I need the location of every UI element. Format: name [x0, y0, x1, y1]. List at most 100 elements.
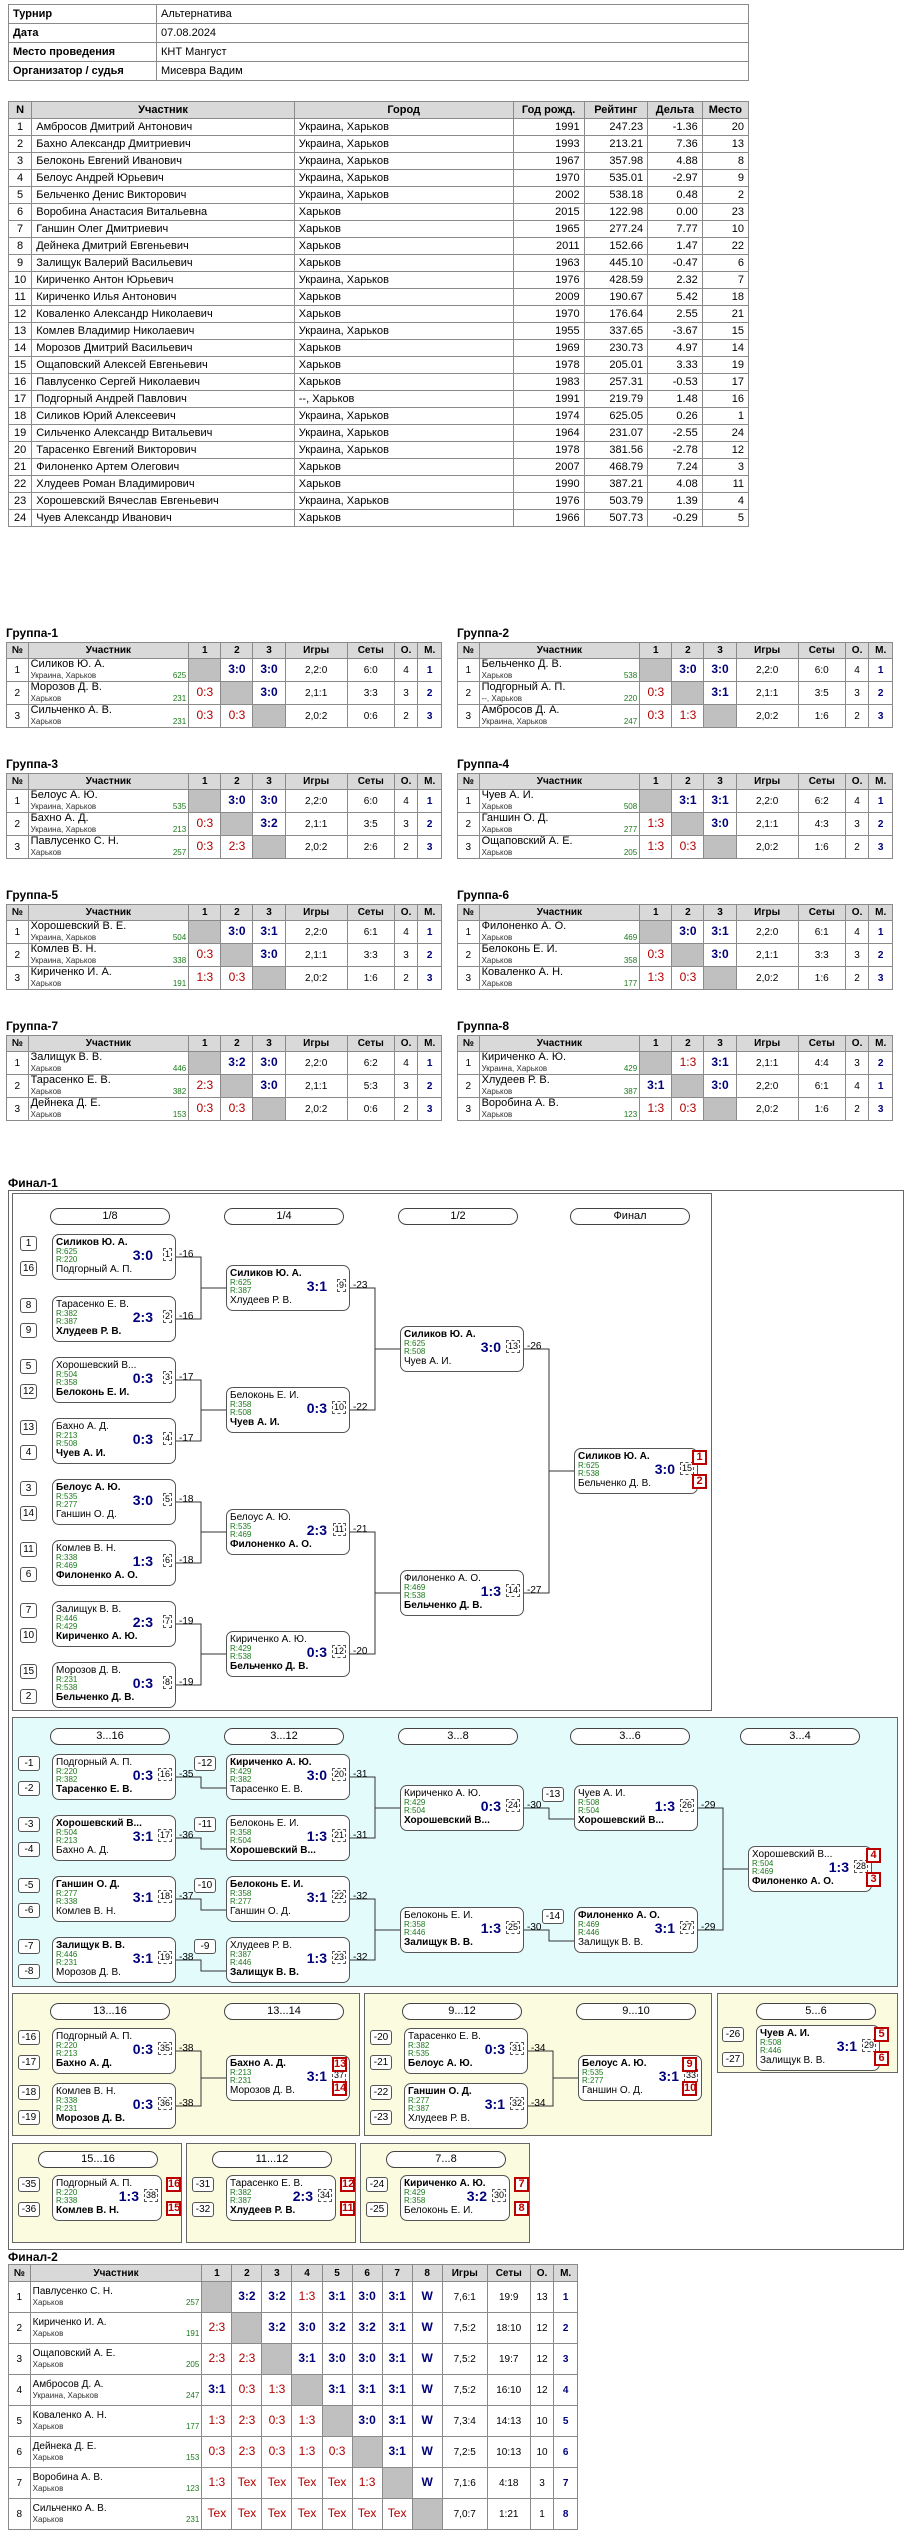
- row-number: 8: [8, 2498, 31, 2530]
- participant-city: Украина, Харьков: [30, 956, 97, 965]
- info-label: Турнир: [8, 4, 157, 24]
- match-player-b: Комлев В. Н.: [56, 1906, 116, 1917]
- match-player-a: Силиков Ю. А.: [404, 1329, 476, 1340]
- player-rating: 190.67: [583, 288, 649, 306]
- match-player-b: Морозов Д. В.: [230, 2085, 295, 2096]
- rating-b: R:387: [230, 1286, 252, 1295]
- match-player-b: Хорошевский В...: [230, 1845, 316, 1856]
- match-number: 18: [157, 1890, 172, 1903]
- match-score-cell: 3:0: [220, 789, 254, 813]
- rank: 6: [553, 2436, 578, 2468]
- player-birth-year: 1976: [512, 492, 585, 510]
- participant-rating: 153: [172, 1110, 187, 1119]
- sets: 19:7: [486, 2343, 531, 2375]
- participant-city: Харьков: [481, 933, 513, 942]
- sets: 5:3: [346, 1074, 395, 1098]
- column-header: М.: [868, 642, 893, 659]
- participant-name: Залищук В. В.: [30, 1051, 103, 1063]
- diagonal-cell: [220, 943, 254, 967]
- match-score-cell: 3:2: [261, 2281, 293, 2313]
- rating-b: R:382: [56, 1775, 78, 1784]
- seed-slot: 15: [20, 1664, 37, 1679]
- match-score-cell: 3:2: [220, 1051, 254, 1075]
- rating-a: R:535: [582, 2068, 604, 2077]
- rating-a: R:625: [578, 1461, 600, 1470]
- info-value: Альтернатива: [156, 4, 749, 24]
- games: 7,5:2: [441, 2374, 488, 2406]
- match-number: 7: [162, 1615, 172, 1628]
- participant-rating: 338: [172, 956, 187, 965]
- round-header: 3...8: [398, 1728, 518, 1745]
- match-player-b: Бельченко Д. В.: [56, 1692, 135, 1703]
- sets: 2:6: [346, 835, 395, 859]
- match-number: 14: [505, 1584, 520, 1597]
- loser-destination: -18: [179, 1494, 194, 1505]
- points: 4: [844, 658, 870, 682]
- group-title: Группа-3: [6, 757, 59, 771]
- column-header: Участник: [29, 2264, 203, 2282]
- participant-rating: 535: [172, 802, 187, 811]
- games: 7,5:2: [441, 2312, 488, 2344]
- player-number: 18: [7, 407, 33, 425]
- player-name: Кириченко Антон Юрьевич: [31, 271, 295, 289]
- diagonal-cell: [639, 920, 673, 944]
- seed-slot: 1: [20, 1236, 37, 1251]
- column-header: Сеты: [346, 1035, 395, 1052]
- sets: 19:9: [486, 2281, 531, 2313]
- rating-b: R:358: [56, 1378, 78, 1387]
- match-score: 3:0: [260, 947, 278, 961]
- match-score-cell: 3:0: [671, 658, 705, 682]
- participant-rating: 538: [623, 671, 638, 680]
- match-score: Tex: [267, 2475, 287, 2489]
- player-place: 18: [701, 288, 750, 306]
- match-score: 3:1: [658, 2068, 679, 2084]
- match-score-cell: 3:0: [252, 789, 286, 813]
- points: 4: [393, 920, 419, 944]
- column-header: 2: [220, 904, 254, 921]
- player-place: 9: [701, 169, 750, 187]
- diagonal-cell: [252, 704, 286, 728]
- match-score-cell: Tex: [231, 2498, 263, 2530]
- match-score: 0:3: [228, 1101, 246, 1115]
- diagonal-cell: [188, 658, 222, 682]
- seed-slot: -36: [18, 2202, 40, 2217]
- player-name: Хлудеев Роман Владимирович: [31, 475, 295, 493]
- column-header: О.: [844, 904, 870, 921]
- games: 2,0:2: [735, 1097, 799, 1121]
- player-number: 6: [7, 203, 33, 221]
- rating-b: R:358: [404, 2196, 426, 2205]
- diagonal-cell: [252, 835, 286, 859]
- player-birth-year: 2015: [512, 203, 585, 221]
- final2-title: Финал-2: [8, 2250, 58, 2264]
- match-player-a: Подгорный А. П.: [56, 1757, 133, 1768]
- player-place: 1: [701, 407, 750, 425]
- participant-rating: 429: [623, 1064, 638, 1073]
- match-score: 3:0: [711, 662, 729, 676]
- player-delta: -2.78: [647, 441, 703, 459]
- seed-slot: 13: [20, 1420, 37, 1435]
- round-header: 3...4: [740, 1728, 860, 1745]
- seed-slot: -26: [722, 2027, 744, 2042]
- participant-rating: 177: [185, 2422, 200, 2431]
- participant-name: Белоус А. Ю.: [30, 789, 98, 801]
- rating-a: R:338: [56, 2096, 78, 2105]
- rating-b: R:508: [230, 1408, 252, 1417]
- column-header: О.: [844, 642, 870, 659]
